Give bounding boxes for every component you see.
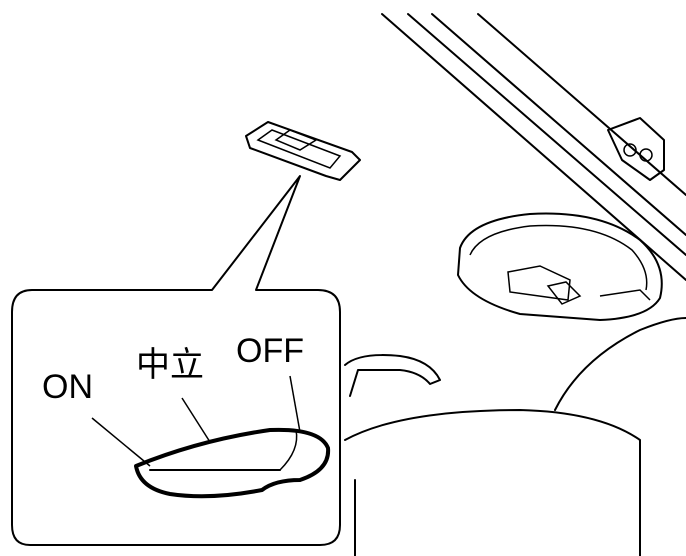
switch-knob <box>134 427 331 499</box>
seat-outline <box>344 317 686 556</box>
label-neutral: 中立 <box>136 346 204 384</box>
dome-light <box>245 121 361 181</box>
label-on: ON <box>42 368 93 406</box>
overhead-console <box>457 212 663 321</box>
leader-neutral <box>181 397 211 443</box>
label-off: OFF <box>236 332 304 370</box>
leader-on <box>91 417 151 467</box>
callout-balloon <box>11 175 341 546</box>
leader-off <box>289 375 301 433</box>
